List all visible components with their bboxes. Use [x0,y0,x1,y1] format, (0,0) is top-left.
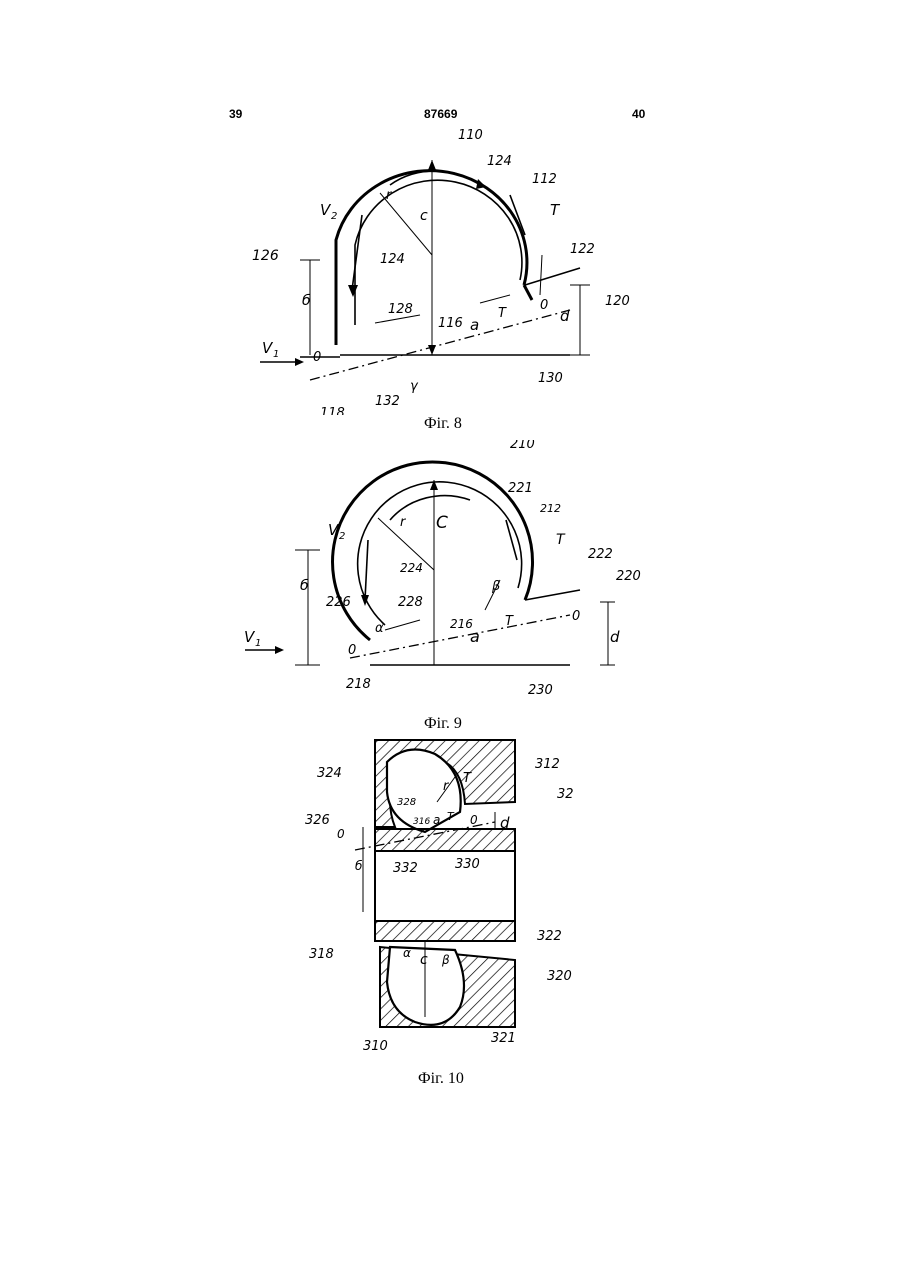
fig9-label: 221 [508,481,533,496]
figure-10: 324 328 T 312 32 326 316 a T 0 d 0 б 332… [295,732,595,1062]
figure-9-drawing: 210 221 212 T 222 220 V 2 r C 224 β б 22… [240,440,650,710]
fig9-label: r [400,515,407,530]
fig9-label: 220 [616,569,641,584]
fig8-label: 2 [331,211,337,222]
fig10-label: 320 [547,969,572,984]
figure-10-caption: Фіг. 10 [418,1070,464,1088]
fig9-label: 0 [572,609,580,624]
fig10-label: α [403,946,411,960]
figure-8-caption: Фіг. 8 [424,415,462,433]
fig8-label: 124 [380,252,405,267]
fig8-label: 122 [570,242,595,257]
fig8-tangent-T [540,255,542,295]
fig8-label: 112 [532,172,557,187]
fig10-upper-tube-wall [375,829,515,851]
fig8-label: a [470,316,479,334]
fig8-outlet-wall [525,268,580,285]
fig8-arrowhead [348,285,358,297]
patent-number: 87669 [424,107,457,121]
fig10-label: 326 [305,813,330,828]
fig9-arrowhead [275,646,284,654]
fig8-label: 130 [538,371,563,386]
fig10-label: 321 [491,1031,516,1046]
fig9-arrow-alpha [385,620,420,630]
fig10-label: β [441,953,450,967]
page-number-left: 39 [229,107,242,121]
fig8-label: 120 [605,294,630,309]
fig9-label: 226 [326,595,351,610]
fig9-label: β [491,579,500,594]
fig8-label: 124 [487,154,512,169]
fig10-label: 318 [309,947,334,962]
fig10-label: c [420,952,428,968]
fig9-label: 1 [255,638,261,649]
fig8-label: γ [410,379,419,394]
fig8-label: 118 [320,406,345,415]
figure-9-caption: Фіг. 9 [424,715,462,733]
fig9-label: 228 [398,595,423,610]
fig9-outlet-wall [525,590,580,600]
fig8-label: 128 [388,302,413,317]
fig9-label: a [470,627,480,646]
fig8-flow-arrow-left [352,215,362,290]
fig9-label: 210 [510,440,535,452]
fig8-arrow-a [480,295,510,303]
fig10-label: 0 [470,813,478,827]
fig10-label: 332 [393,861,418,876]
fig9-flow-arrow-left [365,540,368,600]
fig9-label: 0 [348,643,356,658]
figure-8-drawing: 110 124 112 T 122 126 124 V 2 r c б 128 … [240,125,660,415]
fig9-label: T [556,532,566,548]
fig9-label: T [505,614,514,629]
fig10-label: 330 [455,857,480,872]
fig9-label: d [610,628,620,646]
fig8-label: б [302,293,311,309]
fig8-arrowhead [295,358,304,366]
fig8-label: T [550,201,561,219]
figure-9: 210 221 212 T 222 220 V 2 r C 224 β б 22… [240,440,650,710]
fig9-label: 218 [346,677,371,692]
fig10-label: 312 [535,757,560,772]
fig8-label: c [420,208,428,224]
fig8-label: T [498,306,507,321]
fig9-label: 224 [400,561,423,575]
fig9-label: α [375,621,384,636]
fig10-label: 316 [413,817,430,827]
fig9-label: б [300,578,309,594]
fig8-label: 126 [252,248,279,264]
fig8-label: r [386,188,393,203]
fig9-label: 2 [339,531,345,542]
fig10-label: a [433,813,440,827]
fig9-label: 230 [528,683,553,698]
figure-10-drawing: 324 328 T 312 32 326 316 a T 0 d 0 б 332… [295,732,595,1062]
fig10-label: 32 [557,787,574,802]
fig9-label: 212 [540,502,561,515]
fig8-outer-wall-right [524,285,532,300]
fig8-label: 132 [375,394,400,409]
fig10-label: 310 [363,1039,388,1054]
fig9-label: C [436,513,448,533]
fig8-label: 0 [540,298,548,313]
fig10-label: 322 [537,929,562,944]
page-number-right: 40 [632,107,645,121]
fig10-label: 0 [337,827,345,841]
fig8-label: 116 [438,316,463,331]
figure-8: 110 124 112 T 122 126 124 V 2 r c б 128 … [240,125,660,415]
fig10-label: б [355,859,363,873]
fig8-label: 1 [273,349,279,360]
fig8-label: 110 [458,128,483,143]
fig9-inner-wall [358,482,522,625]
fig8-arrowhead [428,160,436,170]
fig10-label: T [463,771,472,786]
fig10-label: 328 [397,797,416,808]
fig10-lower-tube-wall [375,921,515,941]
fig10-label: 324 [317,766,342,781]
fig8-label: 0 [313,350,321,365]
fig10-label: d [500,814,510,832]
fig9-label: 222 [588,547,613,562]
fig8-label: d [560,307,570,325]
